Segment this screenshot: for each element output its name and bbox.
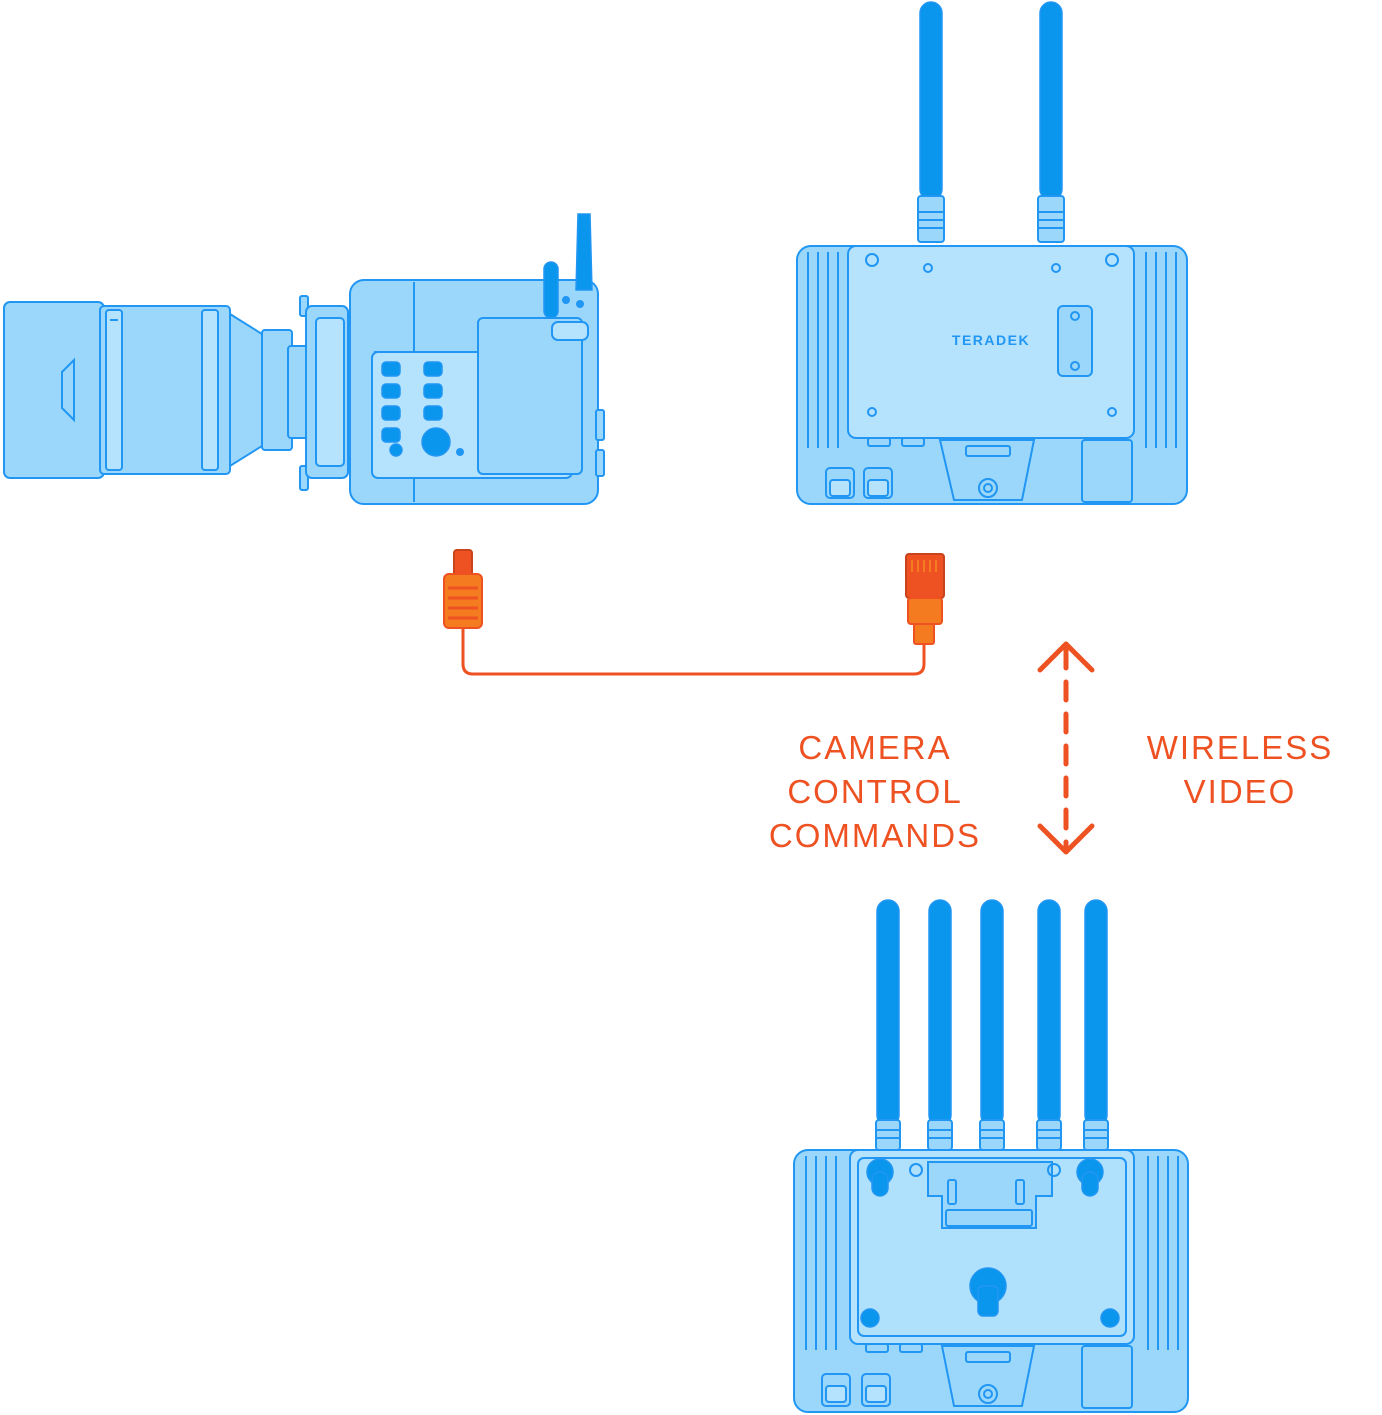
wireless-video-line-2: VIDEO [1183, 773, 1297, 810]
receiver-antennas [875, 899, 1109, 1151]
transmitter-cooling-fins [807, 252, 1177, 448]
camera-lens [3, 301, 311, 479]
camera-control-commands-label: CAMERA CONTROL COMMANDS [755, 726, 995, 858]
transmitter-bnc-connectors [825, 467, 893, 499]
camera-control-line-1: CAMERA [798, 729, 952, 766]
receiver-cooling-fins [805, 1156, 1179, 1350]
receiver-bnc-connectors [821, 1373, 891, 1407]
cinema-camera-icon [3, 213, 605, 505]
camera-control-line-2: CONTROL [787, 773, 963, 810]
wireless-video-label: WIRELESS VIDEO [1135, 726, 1345, 814]
cable-connector-left [443, 549, 483, 629]
camera-lens-mount [299, 295, 349, 491]
transmitter-antennas [917, 1, 1065, 243]
cable-connector-right [905, 553, 945, 645]
camera-control-line-3: COMMANDS [768, 817, 982, 854]
wireless-receiver-icon [793, 899, 1189, 1413]
camera-control-buttons [381, 361, 464, 457]
bidirectional-dashed-arrow-icon [1037, 641, 1095, 855]
teradek-logo: TERADEK [952, 332, 1030, 348]
camera-body [349, 213, 605, 505]
wireless-video-line-1: WIRELESS [1146, 729, 1334, 766]
control-cable-icon [443, 549, 945, 676]
wireless-transmitter-icon: TERADEK [796, 1, 1188, 505]
